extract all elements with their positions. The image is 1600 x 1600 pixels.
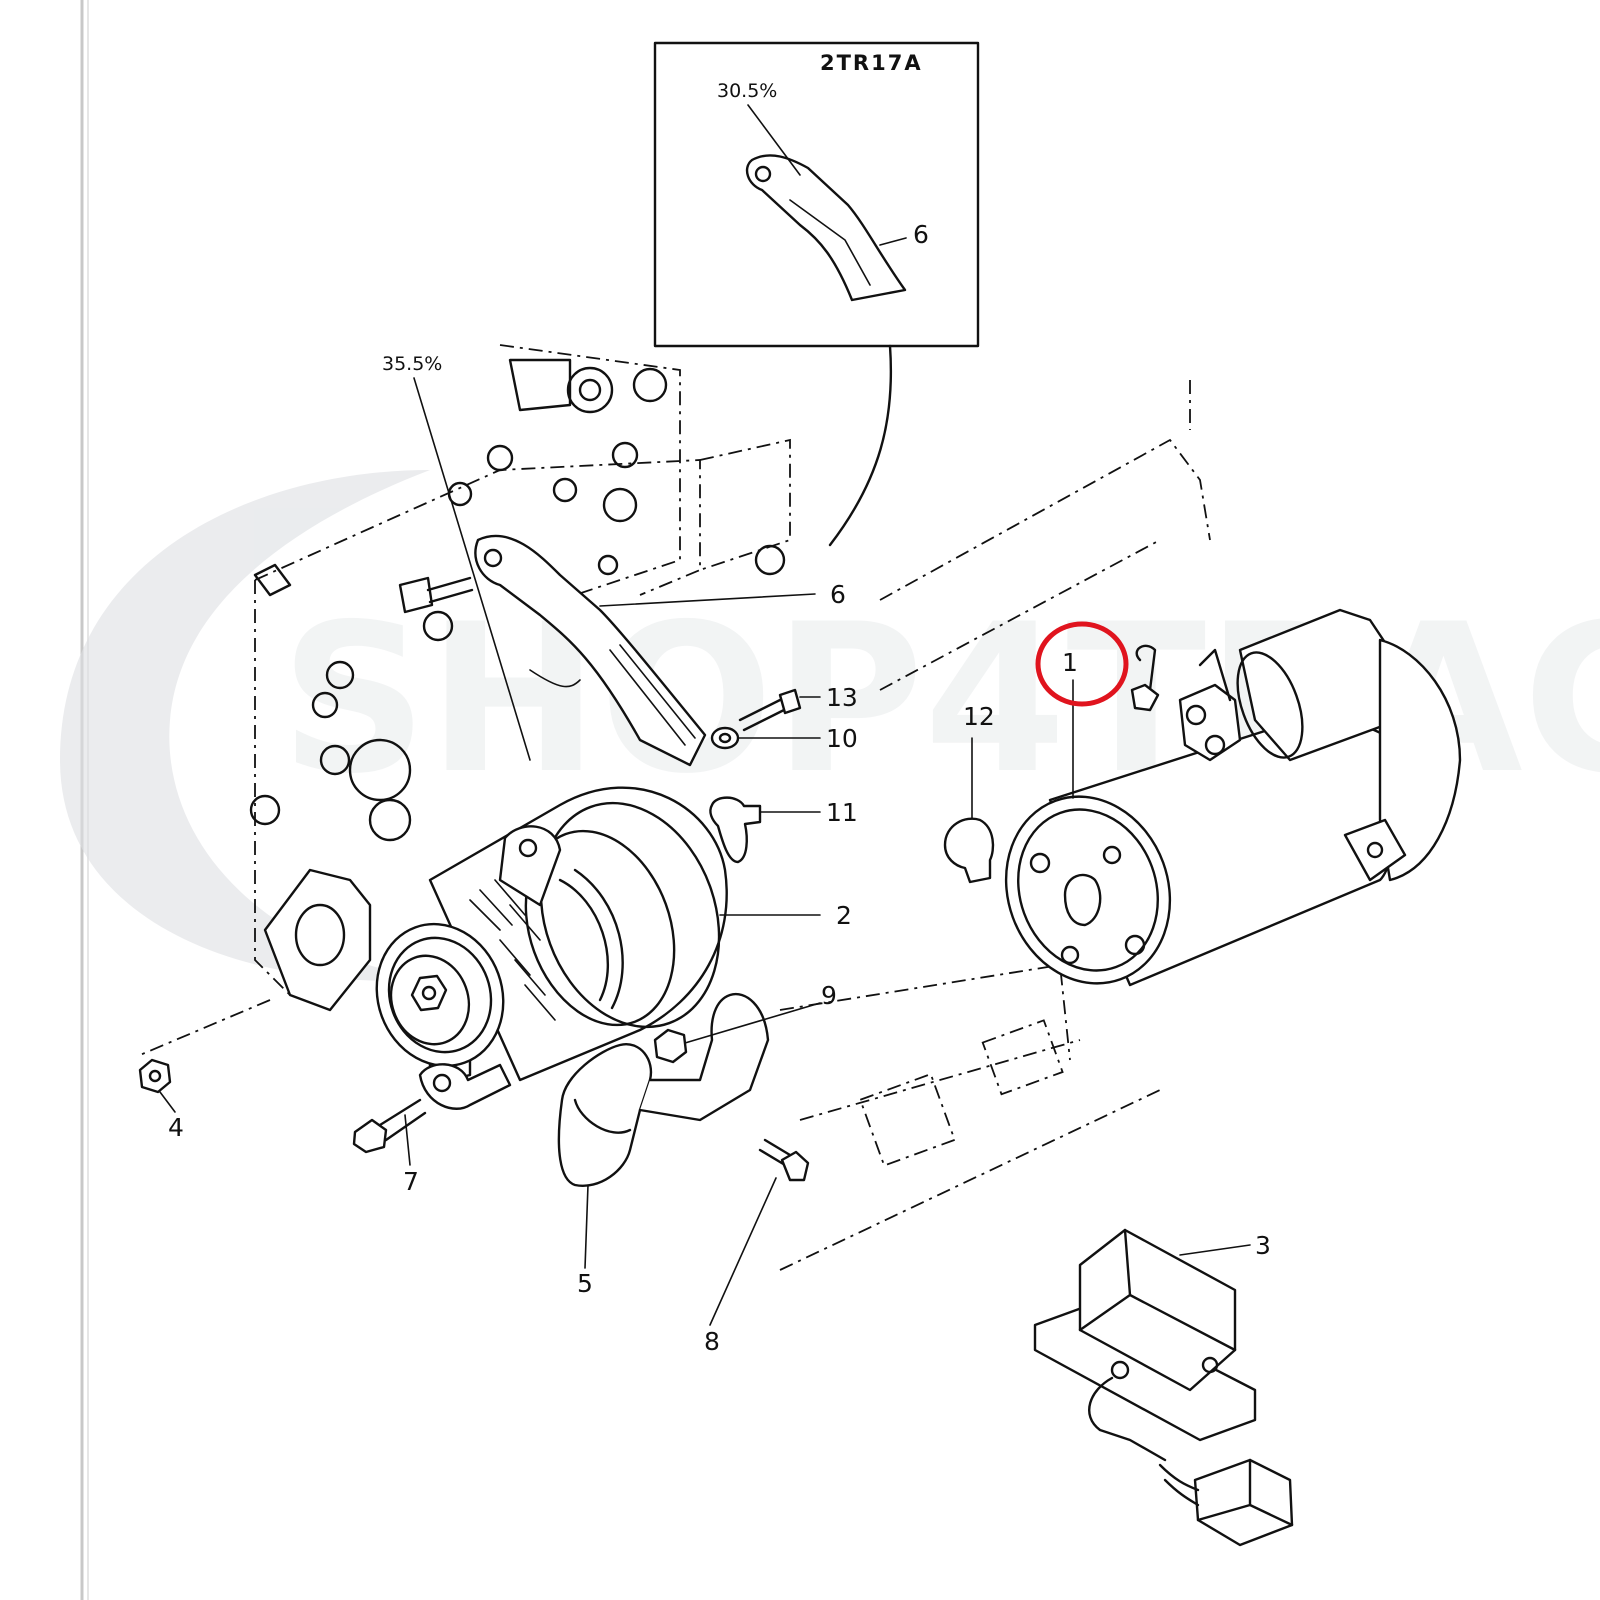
callout-4: 4 [168, 1113, 184, 1142]
callout-12: 12 [963, 702, 995, 731]
bolt-part-8 [758, 1138, 810, 1182]
nut-part-4 [138, 1058, 172, 1094]
bolt-part-7 [352, 1098, 427, 1154]
adjusting-bracket-part-6 [398, 534, 707, 767]
callout-6: 6 [830, 580, 846, 609]
cap-part-12 [943, 817, 995, 884]
callout-10: 10 [826, 724, 858, 753]
engine-block-outline [139, 344, 1211, 1271]
regulator-part-3 [1033, 1228, 1294, 1547]
fitting-part-11 [709, 796, 762, 864]
callout-7: 7 [403, 1167, 419, 1196]
bolt-part-9 [653, 1028, 688, 1064]
inset-box: 2TR17A 30.5% 6 [653, 41, 980, 547]
callout-5: 5 [577, 1269, 593, 1298]
callout-13: 13 [826, 683, 858, 712]
inset-callout-6: 6 [913, 220, 929, 249]
bolt-part-13 [738, 688, 802, 732]
highlight-circle [1035, 621, 1129, 707]
mounting-bracket-part-5 [557, 992, 770, 1187]
inset-torque-label: 30.5% [717, 80, 777, 102]
callout-1: 1 [1062, 648, 1078, 677]
callout-3: 3 [1255, 1231, 1271, 1260]
inset-title: 2TR17A [820, 51, 923, 75]
callout-11: 11 [826, 798, 858, 827]
starter-motor-part-1 [1004, 608, 1462, 987]
alternator-part-2 [263, 786, 728, 1110]
washer-part-10 [710, 726, 740, 750]
callout-8: 8 [704, 1327, 720, 1356]
main-torque-label: 35.5% [382, 353, 442, 375]
callout-9: 9 [821, 981, 837, 1010]
callout-2: 2 [836, 901, 852, 930]
